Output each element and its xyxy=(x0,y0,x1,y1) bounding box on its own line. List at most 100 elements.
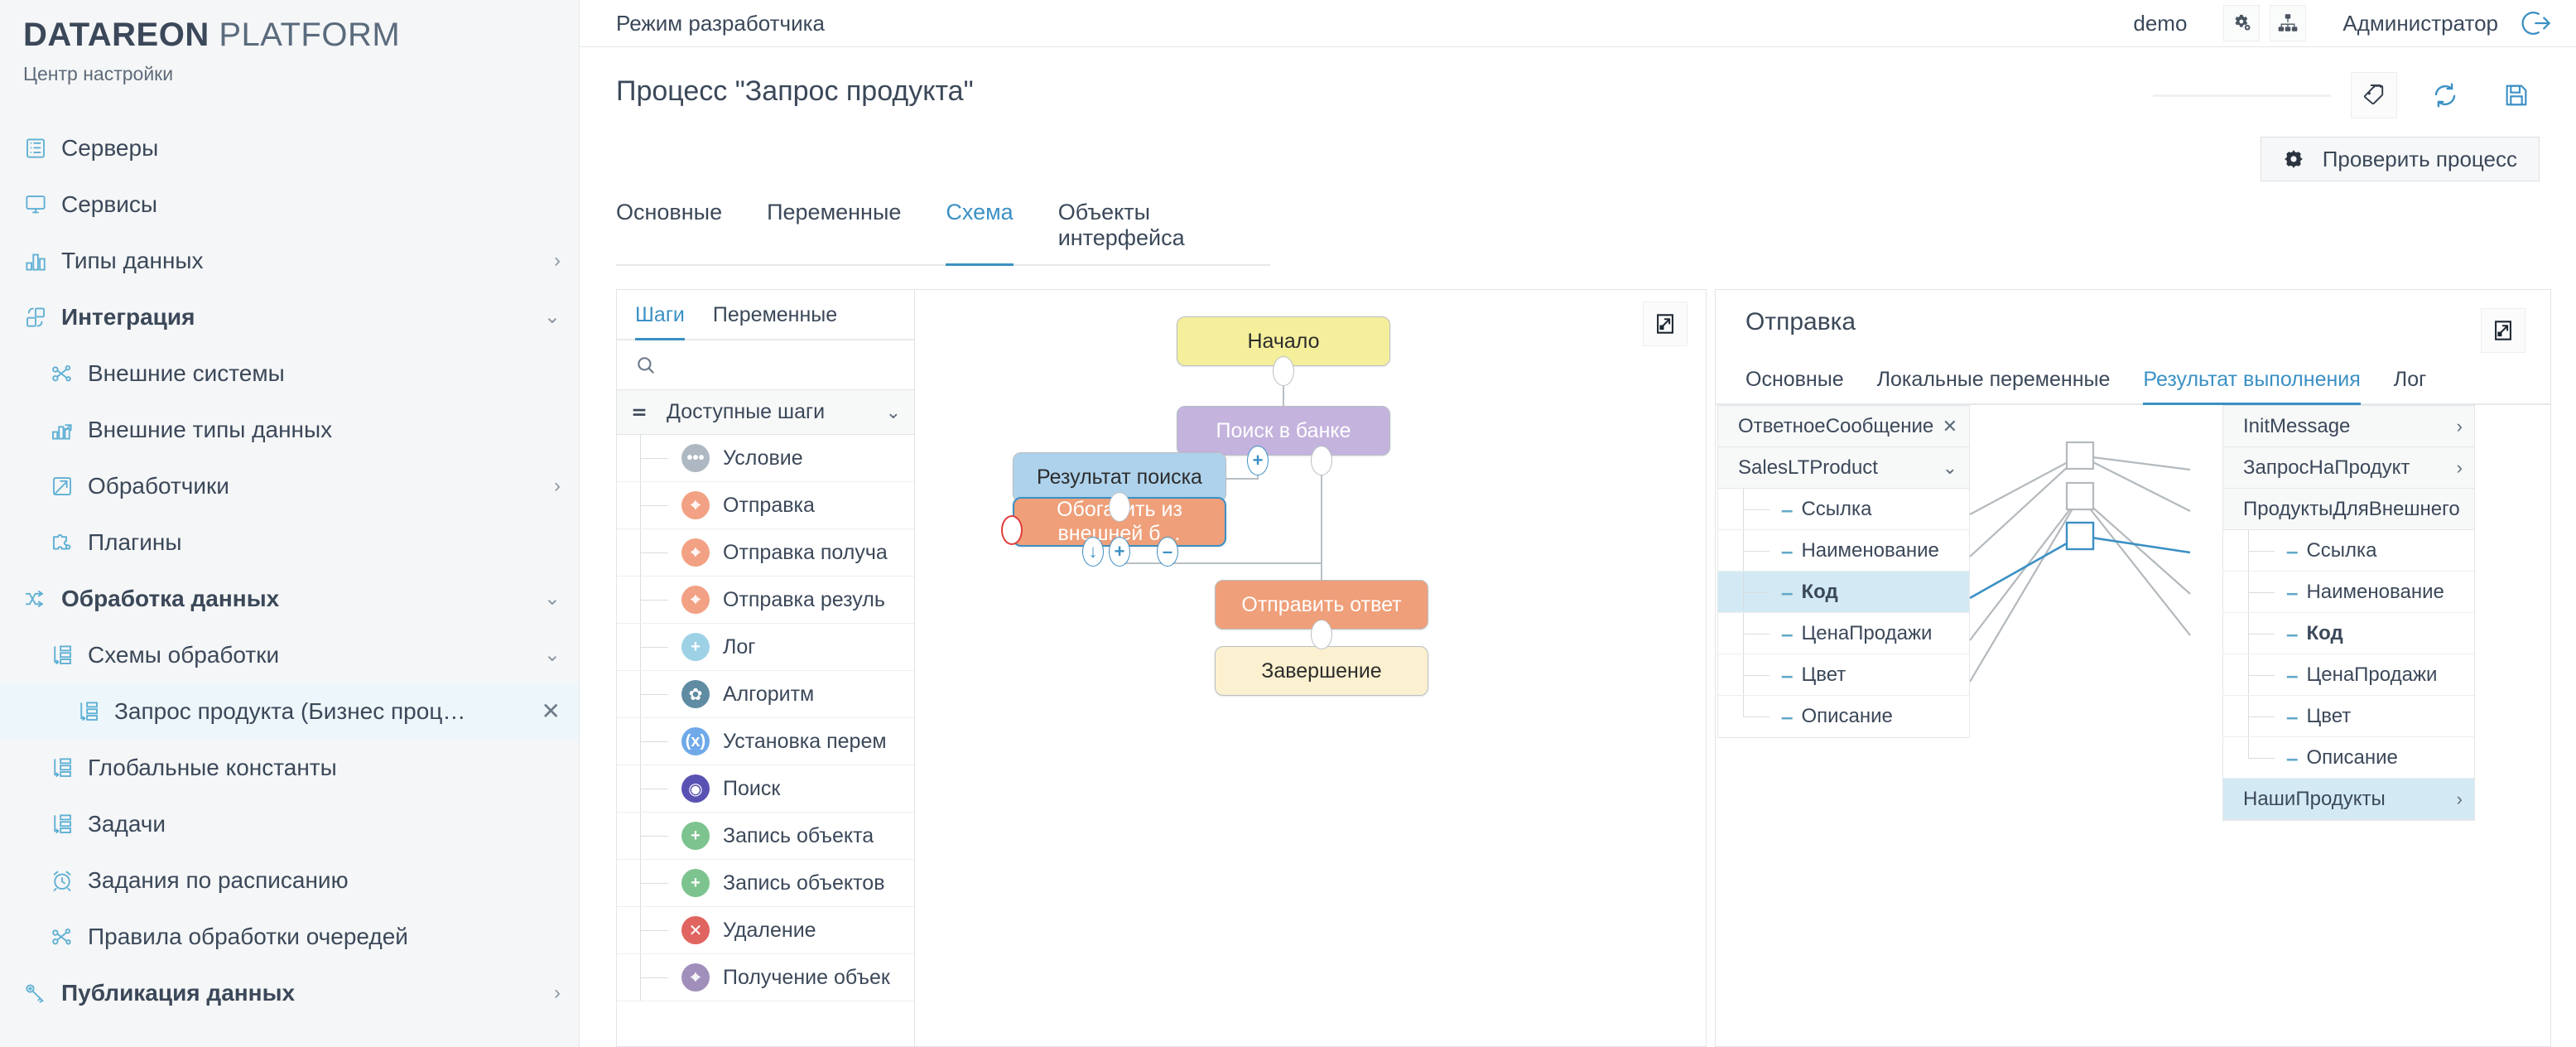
step-list-item[interactable]: ⌖Отправка получа xyxy=(617,529,914,577)
sidebar-item-7[interactable]: Плагины xyxy=(0,514,579,571)
steps-tab-0[interactable]: Шаги xyxy=(635,303,685,340)
tree-row[interactable]: –Ссылка xyxy=(1718,489,1969,530)
chevron-down-icon[interactable]: ⌄ xyxy=(1942,456,1957,478)
chevron-right-icon[interactable]: › xyxy=(554,249,561,272)
tree-row[interactable]: –Наименование xyxy=(1718,530,1969,572)
sidebar-item-5[interactable]: Внешние типы данных xyxy=(0,402,579,458)
node-port-plus[interactable]: + xyxy=(1247,446,1269,475)
check-process-label: Проверить процесс xyxy=(2322,146,2517,171)
gears-icon[interactable] xyxy=(2223,5,2261,41)
tab-0[interactable]: Основные xyxy=(616,200,723,224)
step-list-item[interactable]: ⌖Отправка xyxy=(617,482,914,529)
node-port-plain[interactable] xyxy=(1311,446,1332,475)
tree-connector xyxy=(617,482,681,528)
chevron-right-icon[interactable]: › xyxy=(2456,788,2463,809)
drag-handle-icon[interactable] xyxy=(630,403,648,422)
sidebar-item-6[interactable]: Обработчики› xyxy=(0,458,579,514)
sidebar-item-8[interactable]: Обработка данных⌄ xyxy=(0,571,579,627)
node-port-down[interactable]: ↓ xyxy=(1082,537,1104,567)
step-list-item[interactable]: ✕Удаление xyxy=(617,907,914,954)
close-icon[interactable]: ✕ xyxy=(541,698,561,724)
save-icon[interactable] xyxy=(2493,72,2540,118)
steps-search[interactable] xyxy=(617,340,914,390)
node-port-plus[interactable]: + xyxy=(1109,537,1130,567)
step-list-item[interactable]: ⌖Отправка резуль xyxy=(617,577,914,624)
tree-row[interactable]: –ЦенаПродажи xyxy=(1718,613,1969,654)
sidebar-item-0[interactable]: Серверы xyxy=(0,120,579,176)
step-list-item[interactable]: ◉Поиск xyxy=(617,765,914,813)
process-node[interactable]: Завершение xyxy=(1215,646,1428,696)
expand-icon[interactable] xyxy=(2481,308,2525,353)
step-label: Лог xyxy=(723,634,756,659)
chevron-right-icon[interactable]: › xyxy=(554,982,561,1004)
sidebar-item-1[interactable]: Сервисы xyxy=(0,176,579,233)
chevron-right-icon[interactable]: › xyxy=(2456,415,2463,437)
tree-header[interactable]: ПродуктыДляВнешнего xyxy=(2223,489,2474,530)
tree-footer[interactable]: НашиПродукты› xyxy=(2223,779,2474,820)
steps-group-header[interactable]: Доступные шаги ⌄ xyxy=(617,390,914,435)
step-list-item[interactable]: +Запись объекта xyxy=(617,813,914,860)
mapping-tab-3[interactable]: Лог xyxy=(2393,368,2427,391)
step-list-item[interactable]: ✿Алгоритм xyxy=(617,671,914,718)
step-list-item[interactable]: +Запись объектов xyxy=(617,860,914,907)
logout-icon[interactable] xyxy=(2520,7,2553,40)
tree-header[interactable]: InitMessage› xyxy=(2223,406,2474,447)
chevron-right-icon[interactable]: › xyxy=(554,475,561,497)
tree-row[interactable]: –Ссылка xyxy=(2223,530,2474,572)
sidebar-item-9[interactable]: Схемы обработки⌄ xyxy=(0,627,579,683)
tab-1[interactable]: Переменные xyxy=(767,200,902,224)
tree-header[interactable]: ЗапросНаПродукт› xyxy=(2223,447,2474,489)
steps-tab-1[interactable]: Переменные xyxy=(712,303,838,326)
node-port-plain[interactable] xyxy=(1109,492,1130,522)
step-list-item[interactable]: (x)Установка перем xyxy=(617,718,914,765)
step-list-item[interactable]: +Лог xyxy=(617,624,914,671)
tree-row[interactable]: –Описание xyxy=(1718,696,1969,737)
tree-row[interactable]: –Цвет xyxy=(1718,654,1969,696)
sidebar-item-11[interactable]: Глобальные константы xyxy=(0,740,579,796)
chevron-down-icon[interactable]: ⌄ xyxy=(543,306,561,328)
node-port-red[interactable] xyxy=(1001,515,1023,545)
sidebar-item-4[interactable]: Внешние системы xyxy=(0,345,579,402)
refresh-icon[interactable] xyxy=(2422,72,2468,118)
tree-row[interactable]: –Код xyxy=(2223,613,2474,654)
close-x-icon[interactable]: ✕ xyxy=(1942,415,1957,437)
tree-subheader[interactable]: SalesLTProduct⌄ xyxy=(1718,447,1969,489)
node-port-plain[interactable] xyxy=(1273,356,1294,386)
sitemap-icon[interactable] xyxy=(2270,5,2307,41)
expand-icon[interactable] xyxy=(1643,302,1688,346)
chevron-down-icon[interactable]: ⌄ xyxy=(885,401,901,422)
chevron-right-icon[interactable]: › xyxy=(2456,456,2463,478)
sidebar-item-12[interactable]: Задачи xyxy=(0,796,579,852)
sidebar-item-10[interactable]: Запрос продукта (Бизнес проц…✕ xyxy=(0,683,579,740)
field-bullet-icon: – xyxy=(2286,620,2299,646)
page-tabs: Основные Переменные Схема Объекты интерфейс… xyxy=(616,190,1270,266)
tree-row[interactable]: –ЦенаПродажи xyxy=(2223,654,2474,696)
mapping-tab-0[interactable]: Основные xyxy=(1745,368,1844,391)
tree-row[interactable]: –Цвет xyxy=(2223,696,2474,737)
steps-search-input[interactable] xyxy=(667,352,865,378)
sidebar-item-2[interactable]: Типы данных› xyxy=(0,233,579,289)
tree-row[interactable]: –Код xyxy=(1718,572,1969,613)
tree-header[interactable]: ОтветноеСообщение✕ xyxy=(1718,406,1969,447)
process-node[interactable]: Отправить ответ xyxy=(1215,580,1428,630)
check-process-button[interactable]: Проверить процесс xyxy=(2260,137,2540,181)
node-port-minus[interactable]: – xyxy=(1157,537,1178,567)
chevron-down-icon[interactable]: ⌄ xyxy=(543,587,561,610)
chevron-down-icon[interactable]: ⌄ xyxy=(543,644,561,666)
mapping-tab-1[interactable]: Локальные переменные xyxy=(1876,368,2111,391)
sidebar-item-14[interactable]: Правила обработки очередей xyxy=(0,909,579,965)
sidebar-item-3[interactable]: Интеграция⌄ xyxy=(0,289,579,345)
process-node[interactable]: Поиск в банке xyxy=(1177,406,1390,456)
sidebar-item-13[interactable]: Задания по расписанию xyxy=(0,852,579,909)
step-list-item[interactable]: •••Условие xyxy=(617,435,914,482)
tags-icon[interactable] xyxy=(2351,72,2397,118)
node-port-plain[interactable] xyxy=(1311,620,1332,649)
step-list-item[interactable]: ⌖Получение объек xyxy=(617,954,914,1001)
sidebar-item-15[interactable]: Публикация данных› xyxy=(0,965,579,1021)
mapping-tab-2[interactable]: Результат выполнения xyxy=(2143,368,2362,405)
tab-3[interactable]: Объекты интерфейса xyxy=(1057,200,1185,250)
tab-2[interactable]: Схема xyxy=(946,190,1014,266)
tree-row[interactable]: –Описание xyxy=(2223,737,2474,779)
tree-row[interactable]: –Наименование xyxy=(2223,572,2474,613)
